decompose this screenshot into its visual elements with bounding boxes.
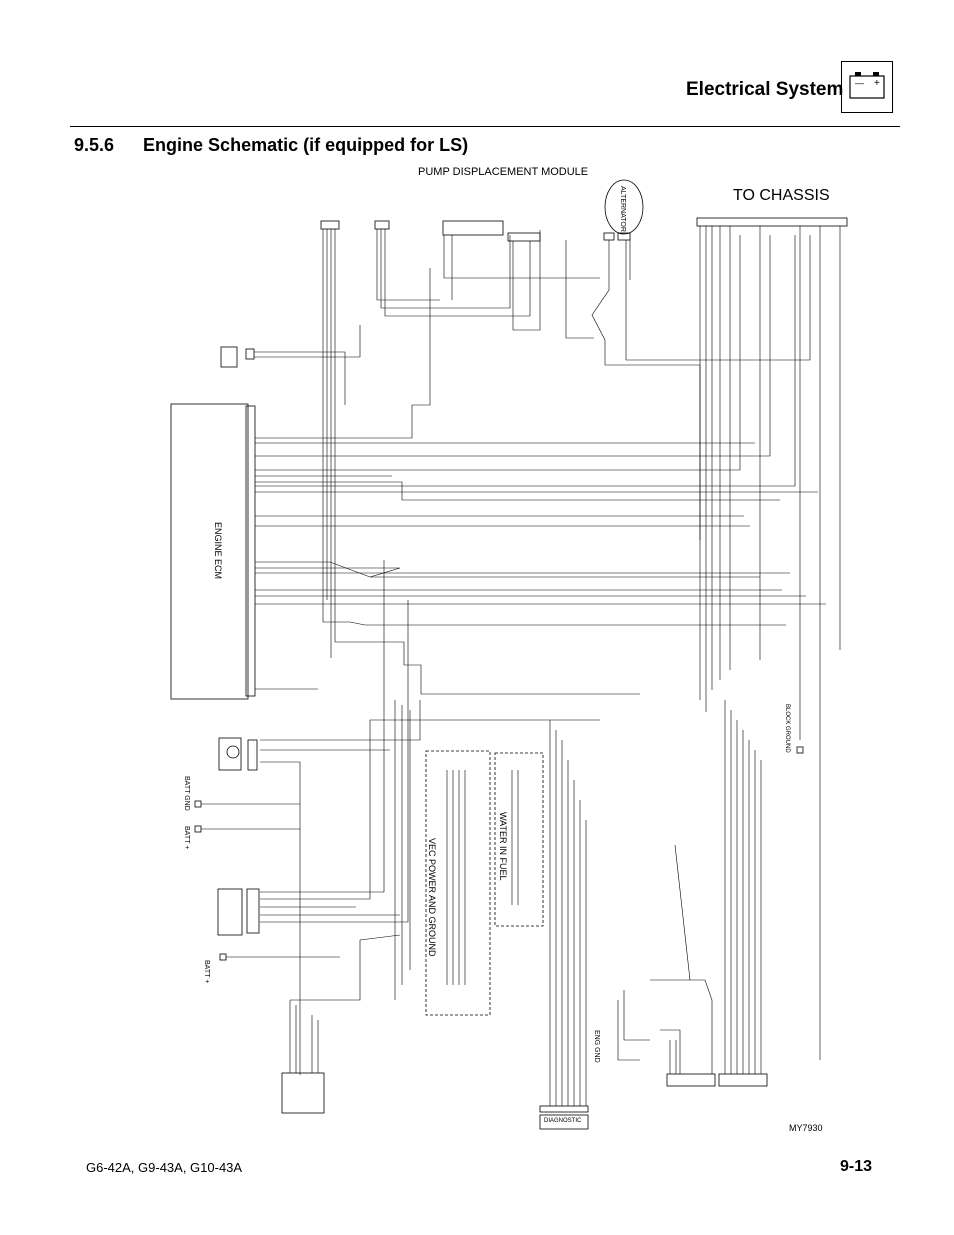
alternator-symbol xyxy=(604,179,644,235)
footer-page-number: 9-13 xyxy=(840,1158,873,1175)
to-chassis-label: TO CHASSIS xyxy=(733,187,830,204)
header-rule xyxy=(70,126,900,127)
battery-icon-graphic: — + xyxy=(849,72,885,99)
diagnostic-label: DIAGNOSTIC xyxy=(544,1118,582,1124)
heading-title: Engine Schematic (if equipped for LS) xyxy=(143,135,469,155)
drawing-code: MY7930 xyxy=(789,1123,823,1133)
vec-power-ground-box xyxy=(425,750,491,1016)
water-in-fuel-box xyxy=(494,752,544,927)
diagnostic-connector xyxy=(539,1105,589,1113)
pump-module-connector-2 xyxy=(507,232,541,242)
section-title: Electrical System xyxy=(686,79,844,100)
engine-ecm-box xyxy=(170,403,249,700)
pump-module-connector xyxy=(442,220,504,236)
battery-plus: + xyxy=(874,78,880,89)
heading-number: 9.5.6 xyxy=(74,135,115,155)
battery-minus: — xyxy=(855,78,864,88)
battery-icon: — + xyxy=(841,61,893,113)
to-chassis-connector xyxy=(696,217,848,227)
pump-module-label: PUMP DISPLACEMENT MODULE xyxy=(418,166,589,178)
page-heading: 9.5.6 Engine Schematic (if equipped for L… xyxy=(74,135,468,156)
footer-models: G6-42A, G9-43A, G10-43A xyxy=(86,1160,243,1175)
